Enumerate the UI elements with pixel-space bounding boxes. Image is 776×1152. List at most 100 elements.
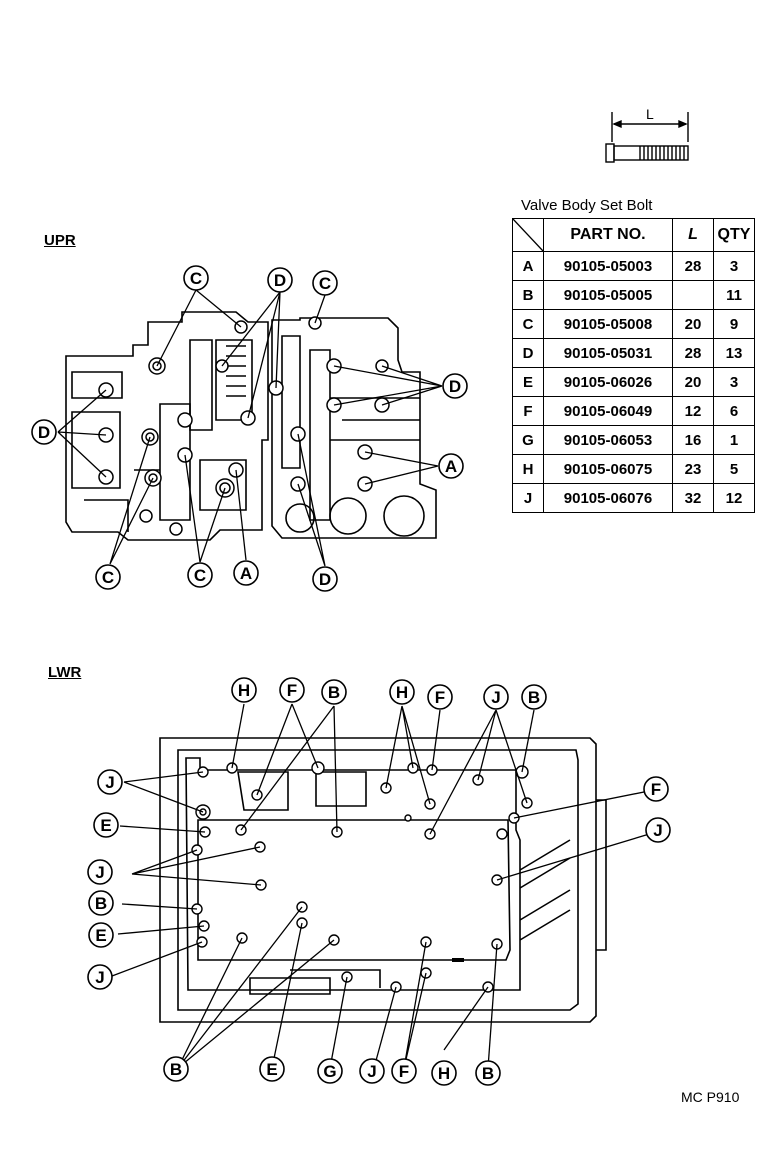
table-cell-part-no: 90105-06076 [543, 483, 673, 513]
callout-c-upper-1: C [183, 265, 209, 291]
callout-f-lower-1: F [279, 677, 305, 703]
table-cell-qty: 13 [713, 338, 755, 368]
svg-text:G: G [323, 1062, 336, 1081]
svg-text:B: B [482, 1064, 494, 1083]
svg-text:H: H [238, 681, 250, 700]
svg-text:C: C [194, 566, 206, 585]
callout-g-lower-1: G [317, 1058, 343, 1084]
callout-c-upper-2: C [312, 270, 338, 296]
callout-f-lower-2: F [427, 684, 453, 710]
table-title: Valve Body Set Bolt [521, 197, 653, 214]
table-header-qty: QTY [713, 218, 755, 252]
table-cell-qty: 3 [713, 251, 755, 281]
svg-text:C: C [319, 274, 331, 293]
callout-h-lower-1: H [231, 677, 257, 703]
callout-j-lower-4: J [87, 859, 113, 885]
callout-e-lower-1: E [93, 812, 119, 838]
lower-leader-lines [111, 703, 657, 1069]
callout-e-lower-2: E [88, 922, 114, 948]
svg-text:J: J [653, 821, 662, 840]
svg-text:F: F [287, 681, 297, 700]
table-cell-code: H [512, 454, 544, 484]
table-cell-part-no: 90105-06049 [543, 396, 673, 426]
svg-text:D: D [274, 271, 286, 290]
table-header-part-no: PART NO. [543, 218, 673, 252]
lower-callouts: H F B H F J B J E F J J B E J B E G J F … [87, 677, 671, 1086]
table-cell-part-no: 90105-05005 [543, 280, 673, 310]
table-cell-part-no: 90105-06026 [543, 367, 673, 397]
callout-d-upper-1: D [267, 267, 293, 293]
callout-j-lower-2: J [97, 769, 123, 795]
upper-section-title: UPR [44, 232, 76, 249]
svg-text:B: B [170, 1060, 182, 1079]
table-header-length: L [672, 218, 714, 252]
callout-h-lower-2: H [389, 679, 415, 705]
callout-e-lower-3: E [259, 1056, 285, 1082]
table-cell-code: C [512, 309, 544, 339]
table-cell-qty: 5 [713, 454, 755, 484]
callout-c-upper-3: C [95, 564, 121, 590]
svg-text:C: C [102, 568, 114, 587]
table-cell-length: 32 [672, 483, 714, 513]
table-cell-qty: 6 [713, 396, 755, 426]
svg-text:B: B [528, 688, 540, 707]
upper-bolt-holes [98, 316, 390, 536]
table-cell-code: B [512, 280, 544, 310]
table-cell-qty: 12 [713, 483, 755, 513]
lower-section-title: LWR [48, 664, 82, 681]
table-cell-part-no: 90105-05008 [543, 309, 673, 339]
callout-c-upper-4: C [187, 562, 213, 588]
callout-a-upper-1: A [438, 453, 464, 479]
table-cell-code: G [512, 425, 544, 455]
upper-leader-lines [57, 289, 443, 567]
callout-j-lower-5: J [87, 964, 113, 990]
callout-j-lower-3: J [645, 817, 671, 843]
svg-text:F: F [651, 780, 661, 799]
callout-j-lower-1: J [483, 684, 509, 710]
callout-j-lower-6: J [359, 1058, 385, 1084]
figure-code: MC P910 [681, 1089, 740, 1105]
svg-text:A: A [445, 457, 457, 476]
svg-text:F: F [399, 1062, 409, 1081]
table-cell-code: E [512, 367, 544, 397]
table-cell-code: J [512, 483, 544, 513]
callout-b-lower-4: B [163, 1056, 189, 1082]
table-cell-length: 28 [672, 251, 714, 281]
svg-text:H: H [438, 1064, 450, 1083]
table-header-row: PART NO. L QTY [512, 218, 755, 252]
svg-text:A: A [240, 564, 252, 583]
table-cell-part-no: 90105-05003 [543, 251, 673, 281]
callout-b-lower-2: B [521, 684, 547, 710]
callout-d-upper-4: D [312, 566, 338, 592]
lower-valve-body-outline [159, 737, 607, 1023]
svg-text:J: J [491, 688, 500, 707]
svg-text:E: E [266, 1060, 277, 1079]
callout-h-lower-3: H [431, 1060, 457, 1086]
svg-text:B: B [328, 683, 340, 702]
svg-text:J: J [95, 863, 104, 882]
svg-text:D: D [449, 377, 461, 396]
callout-f-lower-4: F [391, 1058, 417, 1084]
svg-text:D: D [38, 423, 50, 442]
svg-text:D: D [319, 570, 331, 589]
svg-text:B: B [95, 894, 107, 913]
upper-callouts: C D C D D D A C C A [31, 265, 468, 592]
svg-text:E: E [95, 926, 106, 945]
table-cell-code: A [512, 251, 544, 281]
callout-b-lower-1: B [321, 679, 347, 705]
bolt-length-label: L [646, 106, 654, 122]
upper-valve-body-outline [65, 311, 437, 541]
callout-b-lower-3: B [88, 890, 114, 916]
